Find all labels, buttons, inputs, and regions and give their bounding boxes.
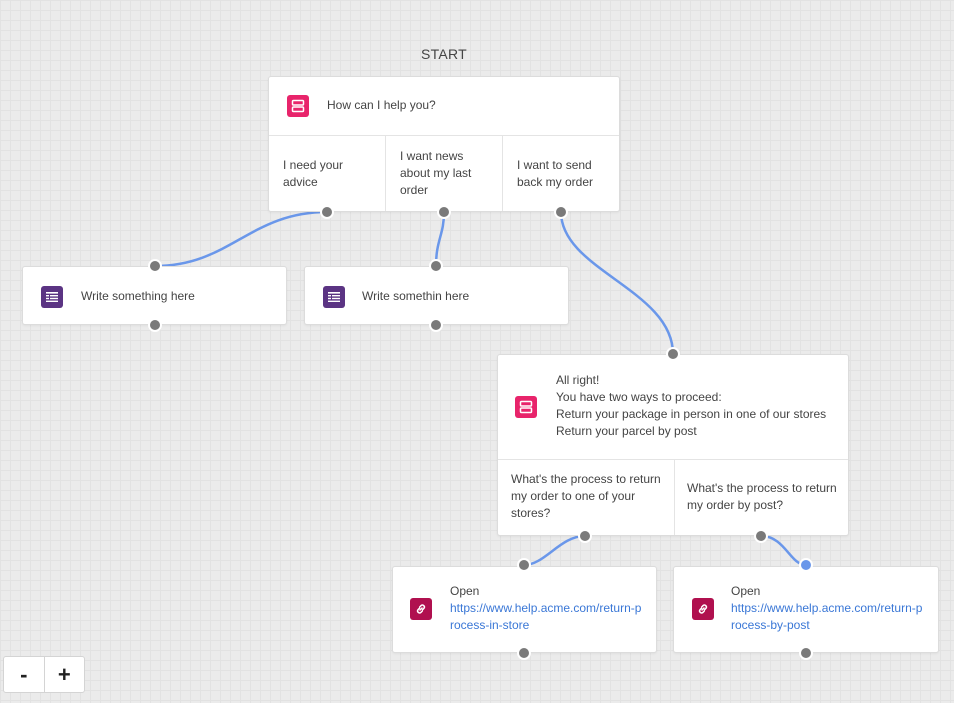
port-in-link-post[interactable] <box>799 558 813 572</box>
link-node-post[interactable]: Open https://www.help.acme.com/return-pr… <box>673 566 939 653</box>
link-icon <box>692 598 714 620</box>
return-line-2: You have two ways to proceed: <box>556 390 722 404</box>
message-icon <box>287 95 309 117</box>
port-in-text1[interactable] <box>148 259 162 273</box>
option-need-advice[interactable]: I need your advice <box>283 158 344 189</box>
option-send-back[interactable]: I want to send back my order <box>517 158 594 189</box>
option-return-store[interactable]: What's the process to return my order to… <box>511 472 661 520</box>
text-node-1[interactable]: Write something here <box>22 266 287 325</box>
text-icon <box>323 286 345 308</box>
return-line-1: All right! <box>556 373 600 387</box>
divider <box>498 459 848 460</box>
port-out-link-post[interactable] <box>799 646 813 660</box>
message-icon <box>515 396 537 418</box>
connector-advice-to-text1 <box>154 210 328 268</box>
link-node-store[interactable]: Open https://www.help.acme.com/return-pr… <box>392 566 657 653</box>
connector-store-to-link1 <box>523 534 586 567</box>
port-out-send-back[interactable] <box>554 205 568 219</box>
root-node[interactable]: How can I help you? I need your advice I… <box>268 76 620 212</box>
port-in-link-store[interactable] <box>517 558 531 572</box>
divider <box>674 459 675 535</box>
option-news-order[interactable]: I want news about my last order <box>400 149 472 197</box>
port-out-text2[interactable] <box>429 318 443 332</box>
zoom-controls: - + <box>3 656 85 693</box>
link-node-post-url[interactable]: https://www.help.acme.com/return-process… <box>731 601 923 632</box>
divider <box>385 135 386 211</box>
zoom-in-button[interactable]: + <box>43 657 85 692</box>
port-out-advice[interactable] <box>320 205 334 219</box>
text-node-2-content: Write somethin here <box>362 289 470 303</box>
divider <box>502 135 503 211</box>
port-out-return-store[interactable] <box>578 529 592 543</box>
port-in-text2[interactable] <box>429 259 443 273</box>
root-message: How can I help you? <box>327 98 436 112</box>
zoom-out-button[interactable]: - <box>20 661 28 687</box>
return-line-3: Return your package in person in one of … <box>556 407 827 421</box>
port-out-news[interactable] <box>437 205 451 219</box>
link-node-store-url[interactable]: https://www.help.acme.com/return-process… <box>450 601 642 632</box>
link-node-post-action: Open <box>731 584 761 598</box>
connector-news-to-text2 <box>434 211 446 267</box>
port-in-return[interactable] <box>666 347 680 361</box>
divider <box>269 135 619 136</box>
return-node[interactable]: All right! You have two ways to proceed:… <box>497 354 849 536</box>
connector-send-back-to-return <box>559 211 675 355</box>
link-node-store-action: Open <box>450 584 480 598</box>
return-line-4: Return your parcel by post <box>556 424 697 438</box>
option-return-post[interactable]: What's the process to return my order by… <box>687 481 837 512</box>
port-out-text1[interactable] <box>148 318 162 332</box>
text-node-1-content: Write something here <box>81 289 195 303</box>
port-out-return-post[interactable] <box>754 529 768 543</box>
text-node-2[interactable]: Write somethin here <box>304 266 569 325</box>
port-out-link-store[interactable] <box>517 646 531 660</box>
link-icon <box>410 598 432 620</box>
text-icon <box>41 286 63 308</box>
start-label: START <box>420 46 468 62</box>
